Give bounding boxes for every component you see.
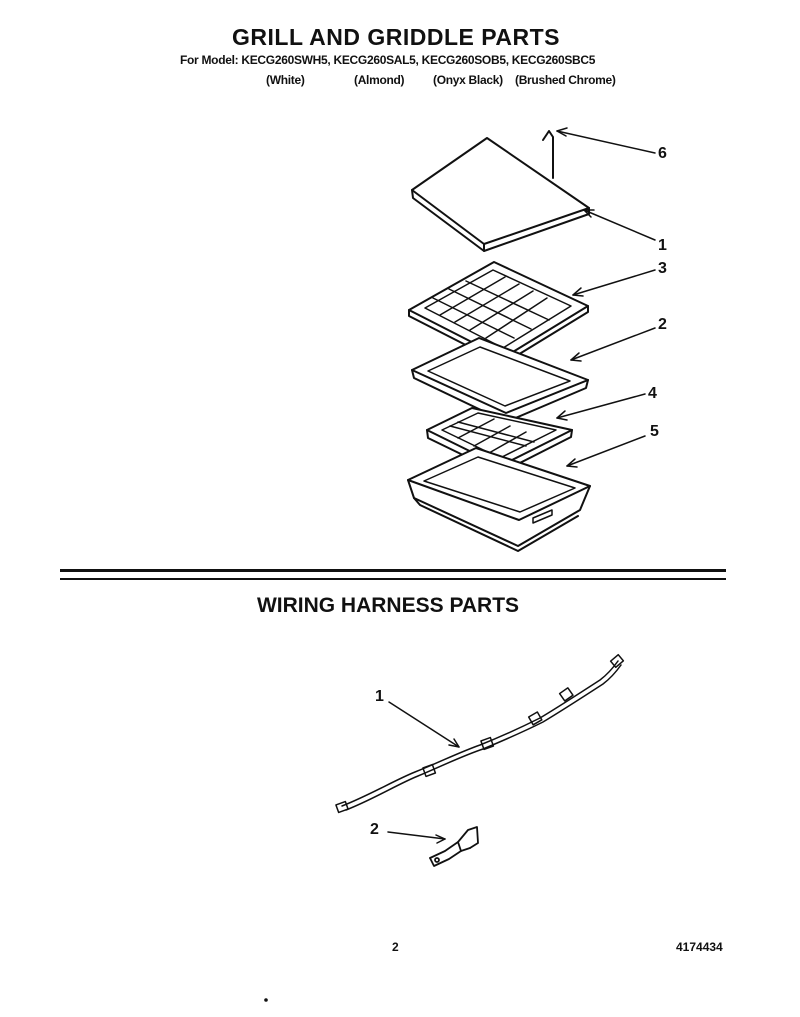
wiring-harness-title: WIRING HARNESS PARTS: [256, 594, 520, 617]
color-almond-label: (Almond): [354, 73, 405, 87]
wiring-callout-1: 1: [375, 688, 384, 705]
grill-griddle-title: GRILL AND GRIDDLE PARTS: [232, 24, 560, 50]
color-onyx-black-label: (Onyx Black): [433, 73, 503, 87]
callout-2: 2: [658, 316, 667, 333]
callout-5: 5: [650, 423, 659, 440]
part-1-griddle-plate: [411, 137, 590, 252]
page-number: 2: [392, 940, 399, 954]
wiring-leader-lines: [387, 701, 460, 844]
color-white-label: (White): [266, 73, 305, 87]
callout-3: 3: [658, 260, 667, 277]
callout-6: 6: [658, 145, 667, 162]
part-4-small-grate: [426, 407, 573, 474]
part-2-frame: [411, 337, 589, 423]
wiring-harness: [335, 653, 625, 814]
color-brushed-chrome-label: (Brushed Chrome): [515, 73, 616, 87]
wiring-clamp: [429, 826, 479, 867]
models-line: For Model: KECG260SWH5, KECG260SAL5, KEC…: [180, 53, 596, 67]
document-number: 4174434: [676, 940, 723, 954]
part-5-drip-pan: [407, 447, 591, 552]
callout-4: 4: [648, 385, 657, 402]
callout-1: 1: [658, 237, 667, 254]
wiring-callout-2: 2: [370, 821, 379, 838]
grill-leader-lines: [556, 127, 656, 468]
section-divider-top: [60, 569, 726, 572]
section-divider-bottom: [60, 578, 726, 580]
